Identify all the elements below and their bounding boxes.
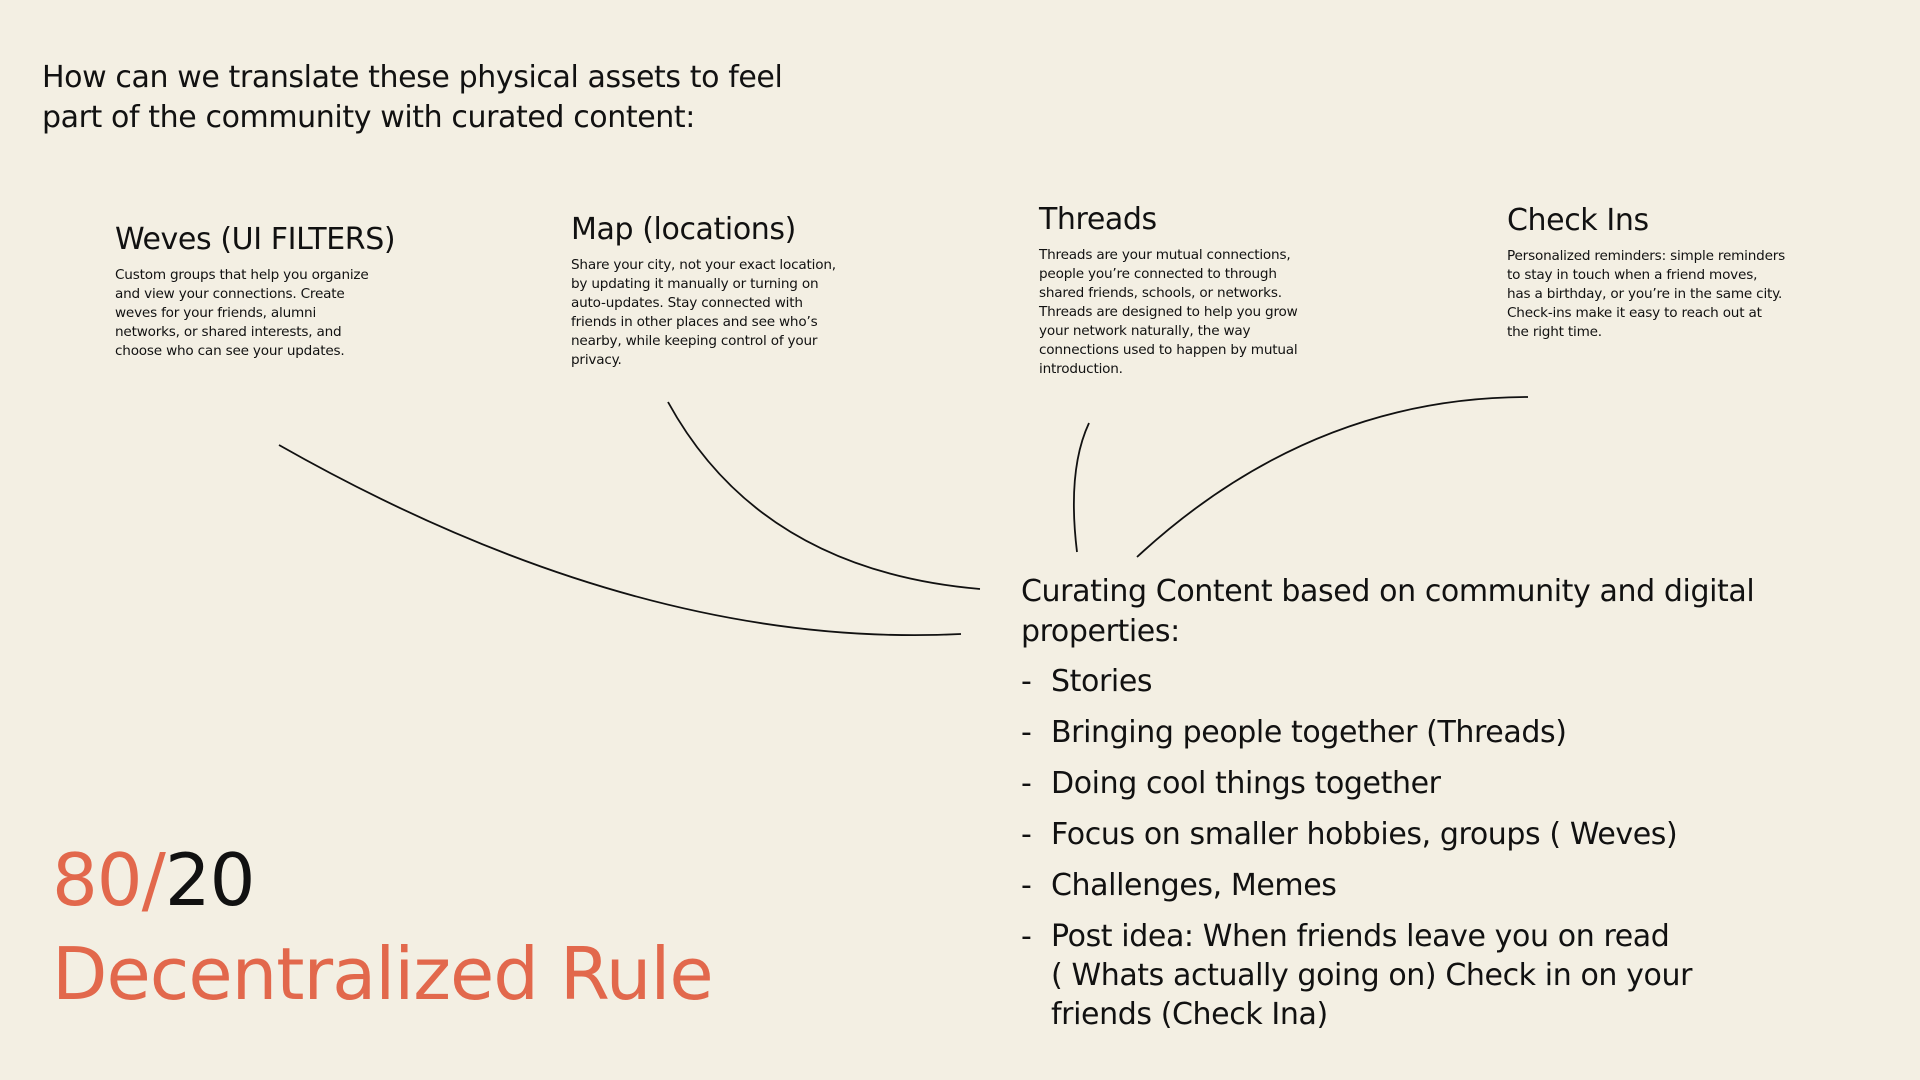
card-map-desc-line: by updating it manually or turning on — [571, 276, 819, 292]
card-map-desc-line: auto-updates. Stay connected with — [571, 295, 803, 311]
bullet-dash: - — [1021, 664, 1032, 699]
card-check-ins-description: Personalized reminders: simple reminders… — [1507, 247, 1785, 342]
card-check-ins-desc-line: the right time. — [1507, 324, 1602, 340]
card-weves-desc-line: networks, or shared interests, and — [115, 324, 342, 340]
card-check-ins-desc-line: Check-ins make it easy to reach out at — [1507, 305, 1762, 321]
curating-title-line-1: Curating Content based on community and … — [1021, 574, 1755, 609]
curating-title-line-2: properties: — [1021, 614, 1180, 649]
card-threads: Threads Threads are your mutual connecti… — [1039, 202, 1298, 379]
list-item: - Doing cool things together — [1021, 764, 1901, 803]
card-threads-desc-line: Threads are your mutual connections, — [1039, 247, 1291, 263]
intro-question: How can we translate these physical asse… — [42, 58, 862, 138]
card-threads-desc-line: people you’re connected to through — [1039, 266, 1277, 282]
card-map-desc-line: Share your city, not your exact location… — [571, 257, 836, 273]
curating-list: - Stories - Bringing people together (Th… — [1021, 662, 1901, 1034]
list-item: - Post idea: When friends leave you on r… — [1021, 917, 1901, 1034]
card-map-desc-line: privacy. — [571, 352, 622, 368]
card-threads-desc-line: your network naturally, the way — [1039, 323, 1251, 339]
card-threads-desc-line: Threads are designed to help you grow — [1039, 304, 1298, 320]
list-item: - Challenges, Memes — [1021, 866, 1901, 905]
card-weves: Weves (UI FILTERS) Custom groups that he… — [115, 222, 396, 361]
list-item: - Focus on smaller hobbies, groups ( Wev… — [1021, 815, 1901, 854]
connector-map — [667, 401, 981, 590]
card-weves-title: Weves (UI FILTERS) — [115, 222, 396, 257]
card-map: Map (locations) Share your city, not you… — [571, 212, 836, 370]
card-weves-desc-line: and view your connections. Create — [115, 286, 345, 302]
card-threads-desc-line: connections used to happen by mutual — [1039, 342, 1298, 358]
list-item-text: Stories — [1051, 664, 1153, 699]
card-check-ins-desc-line: to stay in touch when a friend moves, — [1507, 267, 1758, 283]
list-item-text: Post idea: When friends leave you on rea… — [1051, 919, 1670, 954]
bullet-dash: - — [1021, 715, 1032, 750]
bullet-dash: - — [1021, 868, 1032, 903]
ratio-dark: 20 — [164, 838, 256, 922]
ratio-accent: 80/ — [52, 838, 166, 922]
card-weves-desc-line: weves for your friends, alumni — [115, 305, 317, 321]
list-item-text: Bringing people together (Threads) — [1051, 715, 1567, 750]
card-map-title: Map (locations) — [571, 212, 796, 247]
bullet-dash: - — [1021, 919, 1032, 954]
intro-line-1: How can we translate these physical asse… — [42, 60, 783, 95]
card-map-desc-line: friends in other places and see who’s — [571, 314, 818, 330]
card-map-desc-line: nearby, while keeping control of your — [571, 333, 818, 349]
card-weves-desc-line: choose who can see your updates. — [115, 343, 345, 359]
connector-weves — [278, 444, 962, 637]
list-item-text: Challenges, Memes — [1051, 868, 1337, 903]
list-item: - Stories — [1021, 662, 1901, 701]
list-item-text: Focus on smaller hobbies, groups ( Weves… — [1051, 817, 1678, 852]
curating-title: Curating Content based on community and … — [1021, 572, 1901, 652]
connector-threads — [1072, 422, 1090, 553]
list-item-text: ( Whats actually going on) Check in on y… — [1051, 958, 1693, 993]
card-map-description: Share your city, not your exact location… — [571, 256, 836, 370]
connector-check-ins — [1136, 396, 1529, 558]
card-weves-description: Custom groups that help you organize and… — [115, 266, 395, 361]
decentralized-rule-heading: Decentralized Rule — [52, 932, 714, 1016]
bullet-dash: - — [1021, 766, 1032, 801]
list-item: - Bringing people together (Threads) — [1021, 713, 1901, 752]
card-check-ins-desc-line: has a birthday, or you’re in the same ci… — [1507, 286, 1783, 302]
curating-content-section: Curating Content based on community and … — [1021, 572, 1901, 1046]
list-item-text: friends (Check Ina) — [1051, 997, 1328, 1032]
card-check-ins-desc-line: Personalized reminders: simple reminders — [1507, 248, 1786, 264]
card-threads-desc-line: shared friends, schools, or networks. — [1039, 285, 1282, 301]
card-check-ins: Check Ins Personalized reminders: simple… — [1507, 203, 1785, 342]
card-threads-title: Threads — [1039, 202, 1157, 237]
bullet-dash: - — [1021, 817, 1032, 852]
card-threads-description: Threads are your mutual connections, peo… — [1039, 246, 1298, 379]
card-threads-desc-line: introduction. — [1039, 361, 1123, 377]
list-item-text: Doing cool things together — [1051, 766, 1441, 801]
card-check-ins-title: Check Ins — [1507, 203, 1649, 238]
ratio-heading: 80/20 — [52, 838, 255, 922]
card-weves-desc-line: Custom groups that help you organize — [115, 267, 369, 283]
intro-line-2: part of the community with curated conte… — [42, 100, 695, 135]
